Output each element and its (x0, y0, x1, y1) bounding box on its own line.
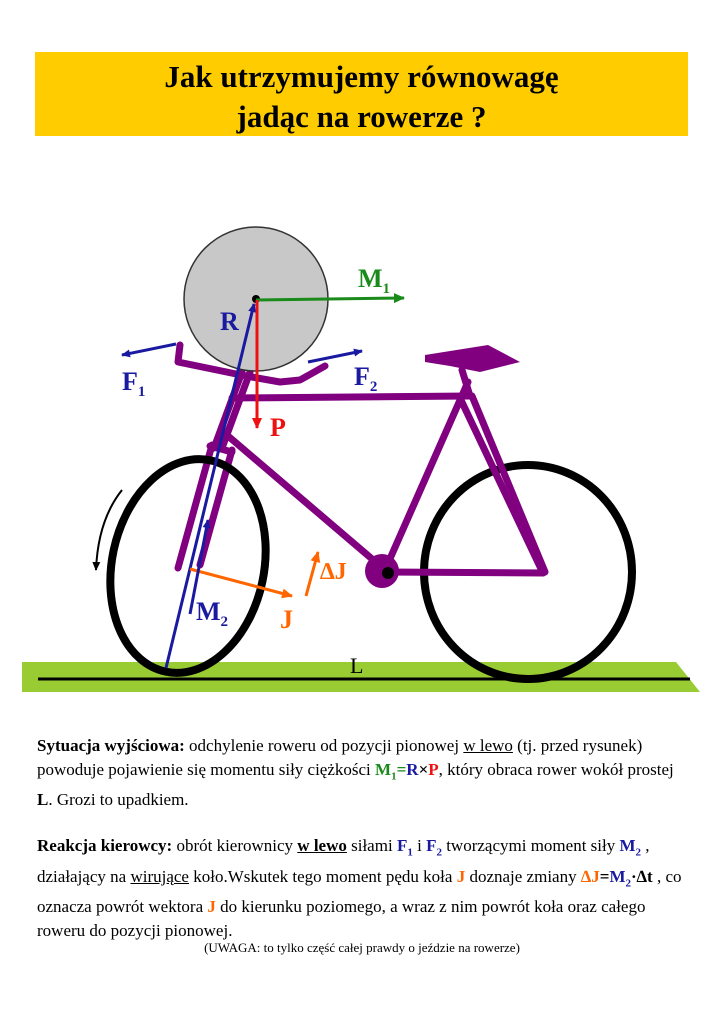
footnote: (UWAGA: to tylko część całej prawdy o je… (204, 940, 520, 955)
vector-dJ (304, 551, 321, 597)
vector-J (189, 567, 293, 599)
label-M1: M1 (358, 264, 390, 297)
label-F1: F1 (122, 367, 145, 400)
crank-axle (382, 567, 394, 579)
title-line-1: Jak utrzymujemy równowagę (164, 59, 559, 94)
title-line-2: jadąc na rowerze ? (236, 99, 487, 134)
front-wheel (106, 455, 270, 677)
vector-M2 (188, 519, 211, 615)
label-F2: F2 (354, 362, 377, 395)
bike-frame (174, 341, 549, 577)
bicycle-diagram: M1 R F1 F2 P ∆J M2 J L (22, 226, 700, 692)
bike-saddle (425, 345, 520, 372)
label-P: P (270, 413, 286, 442)
paragraph-rider-reaction: Reakcja kierowcy: obrót kierownicy w lew… (37, 836, 682, 941)
description: Sytuacja wyjściowa: odchylenie roweru od… (37, 734, 687, 965)
vector-R (164, 303, 257, 669)
crank-hub (365, 554, 399, 588)
label-R: R (220, 307, 239, 336)
vector-F2 (307, 348, 363, 364)
label-L: L (350, 653, 363, 678)
vector-M1 (255, 293, 405, 304)
paragraph-initial-situation: Sytuacja wyjściowa: odchylenie roweru od… (37, 736, 674, 810)
rotation-arrow (92, 489, 123, 571)
label-dJ: ∆J (320, 559, 347, 585)
label-J: J (280, 605, 293, 634)
title-banner: Jak utrzymujemy równowagę jadąc na rower… (35, 52, 688, 136)
vector-F1 (121, 342, 177, 358)
label-M2: M2 (196, 597, 228, 630)
